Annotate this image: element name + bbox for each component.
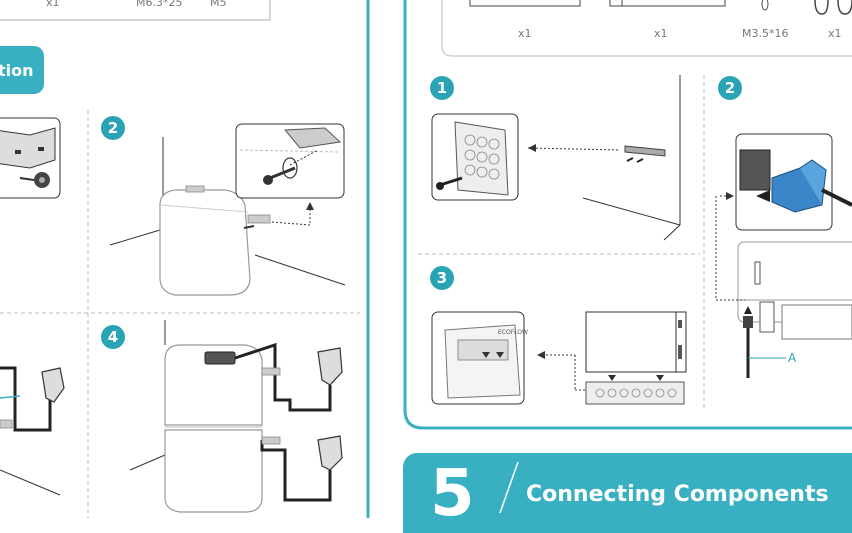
right-step-3-badge: 3 xyxy=(430,266,454,290)
right-part-qty-1: x1 xyxy=(518,27,532,40)
right-step-2-badge: 2 xyxy=(718,76,742,100)
left-bolt-size: M5 xyxy=(210,0,227,9)
step-4-badge: 4 xyxy=(101,325,125,349)
right-part-qty-3: x1 xyxy=(828,27,842,40)
step-2-badge: 2 xyxy=(101,116,125,140)
manual-illustration-canvas: ECOFLOW xyxy=(0,0,852,518)
right-step-1-badge: 1 xyxy=(430,76,454,100)
connector-label-a: A xyxy=(788,351,797,365)
section-title-fragment: tion xyxy=(0,60,34,80)
right-part-qty-2: x1 xyxy=(654,27,668,40)
next-section-title: Connecting Components xyxy=(526,482,829,507)
section-title-banner: tion xyxy=(0,46,44,94)
next-section-number: 5 xyxy=(430,457,475,531)
brand-label-small: ECOFLOW xyxy=(498,329,528,336)
left-screw-size: M6.3*25 xyxy=(136,0,183,9)
right-screw-size: M3.5*16 xyxy=(742,27,789,40)
left-part-qty: x1 xyxy=(46,0,60,9)
